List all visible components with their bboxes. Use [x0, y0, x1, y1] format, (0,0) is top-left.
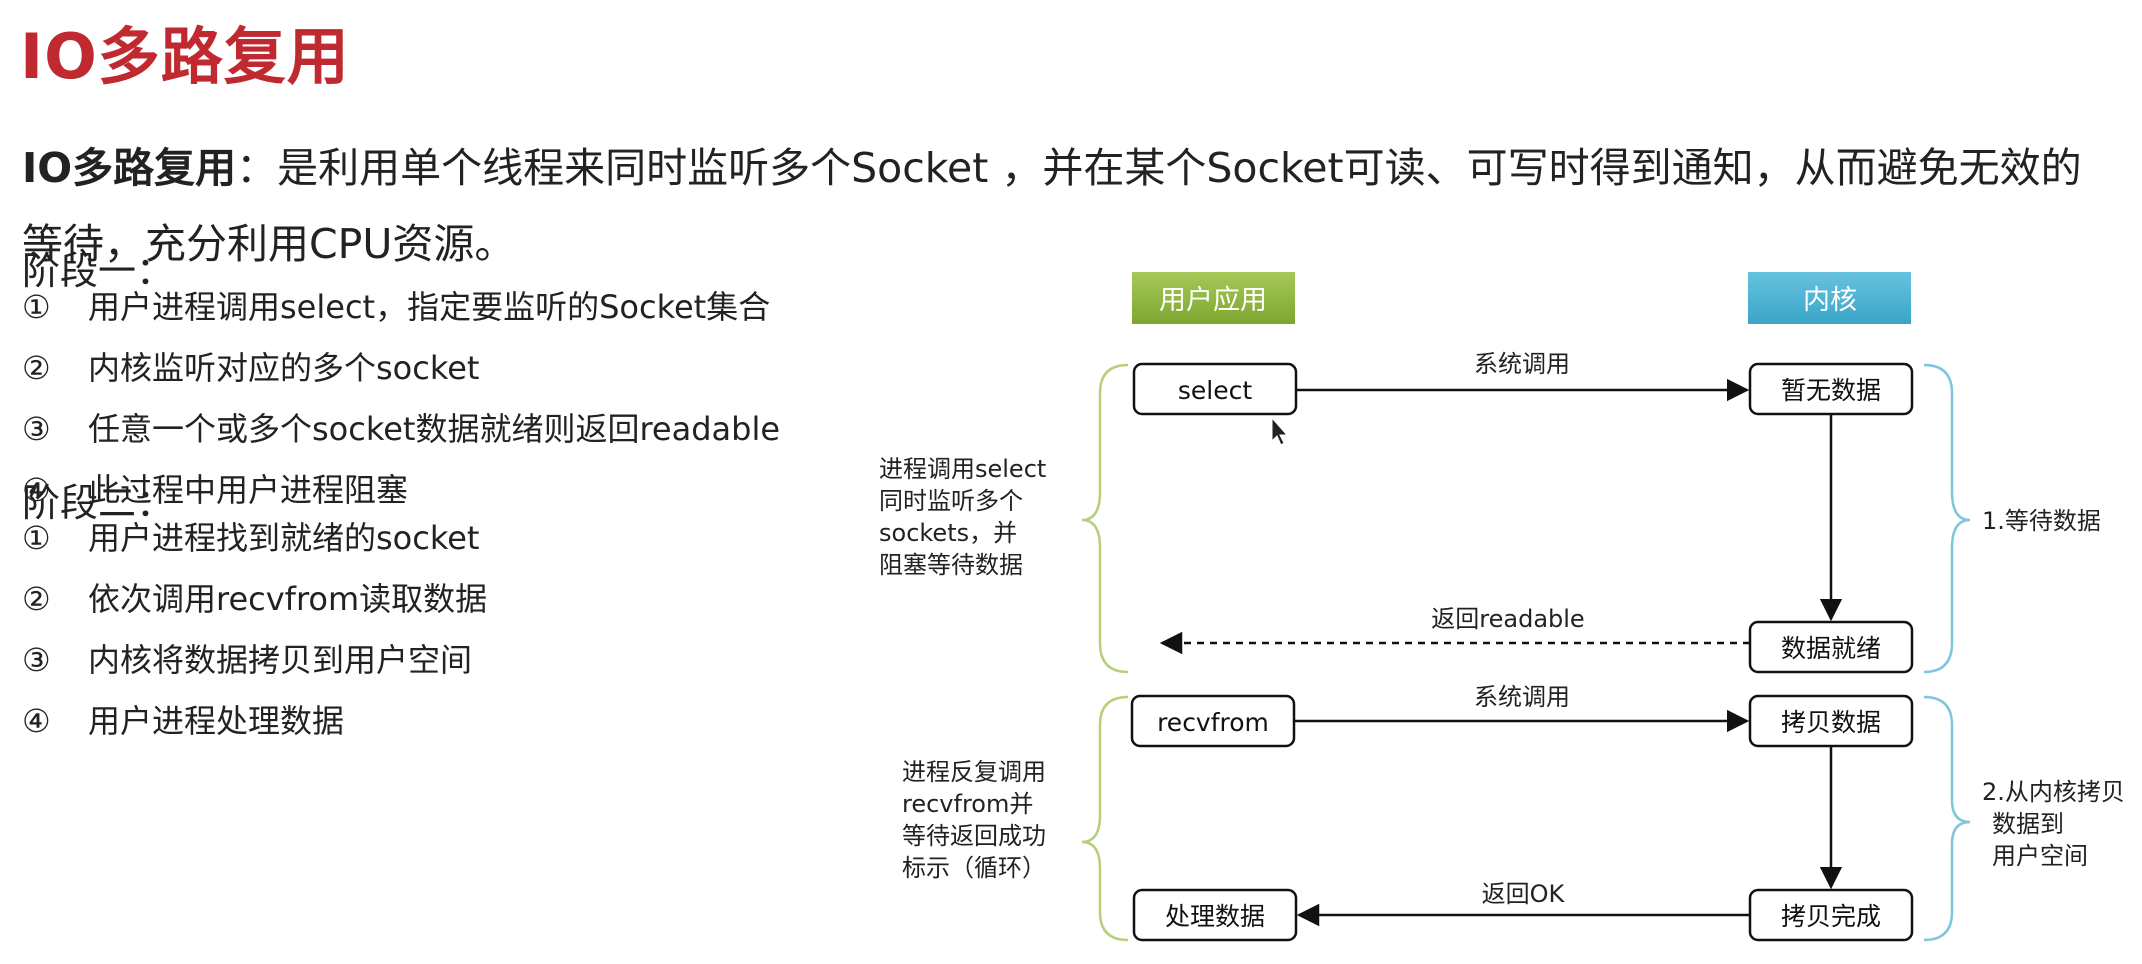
select-box: select [1132, 362, 1298, 416]
data-ready-box: 数据就绪 [1748, 620, 1914, 674]
phase1-syscall-label: 系统调用 [1474, 350, 1570, 378]
list-item-text: 内核监听对应的多个socket [88, 349, 480, 387]
phase2-right-note-line1: 2.从内核拷贝 [1982, 778, 2125, 806]
phase2-left-note-line4: 标示（循环） [902, 854, 1046, 882]
phase1-right-brace [1923, 363, 1971, 674]
phase1-left-note-line2: 同时监听多个 [879, 487, 1023, 515]
no-data-box-label: 暂无数据 [1781, 376, 1881, 405]
process-data-box: 处理数据 [1132, 888, 1298, 942]
phase2-right-note-line3: 用户空间 [1992, 842, 2088, 870]
phase1-left-brace [1081, 363, 1129, 674]
list-item-text: 任意一个或多个socket数据就绪则返回readable [88, 410, 781, 448]
kernel-header: 内核 [1748, 272, 1911, 324]
select-box-label: select [1178, 376, 1252, 405]
list-item-text: 用户进程找到就绪的socket [88, 519, 480, 557]
list-item-number: ③ [22, 641, 51, 679]
list-item-text: 此过程中用户进程阻塞 [88, 471, 409, 509]
intro-text: 是利用单个线程来同时监听多个Socket ，并在某个Socket可读、可写时得到… [22, 144, 2082, 268]
page-title: IO多路复用 [20, 20, 350, 93]
list-item-number: ④ [22, 702, 51, 740]
phase1-right-note: 1.等待数据 [1982, 507, 2101, 535]
user-app-header: 用户应用 [1132, 272, 1295, 324]
list-item-number: ① [22, 288, 51, 326]
intro-separator: ： [236, 144, 278, 192]
kernel-header-label: 内核 [1803, 285, 1857, 316]
kernel-header-bg [1748, 272, 1911, 324]
phase2-left-note-line2: recvfrom并 [902, 790, 1033, 818]
list-item-number: ① [22, 519, 51, 557]
copy-complete-box: 拷贝完成 [1748, 888, 1914, 942]
user-app-header-label: 用户应用 [1159, 285, 1267, 316]
no-data-box: 暂无数据 [1748, 362, 1914, 416]
phase1-left-note-line1: 进程调用select [879, 455, 1046, 483]
list-item-number: ② [22, 580, 51, 618]
list-item-text: 用户进程处理数据 [88, 702, 345, 740]
mouse-cursor-icon [1271, 416, 1289, 446]
phase2-left-brace [1081, 695, 1129, 942]
copy-data-box: 拷贝数据 [1748, 694, 1914, 748]
phase2-right-brace [1923, 695, 1971, 942]
phase2-return-label: 返回OK [1482, 880, 1566, 908]
phase1-left-note-line3: sockets，并 [879, 519, 1017, 547]
intro-keyword: IO多路复用 [22, 144, 237, 192]
recvfrom-box-label: recvfrom [1157, 708, 1269, 737]
phase2-right-note-line2: 数据到 [1992, 810, 2064, 838]
list-item-text: 用户进程调用select，指定要监听的Socket集合 [88, 288, 771, 326]
phase1-left-note-line4: 阻塞等待数据 [879, 551, 1023, 579]
phase2-syscall-label: 系统调用 [1474, 683, 1570, 711]
stage2-heading: 阶段二： [22, 481, 175, 525]
list-item-number: ④ [22, 471, 51, 509]
list-item-text: 依次调用recvfrom读取数据 [88, 580, 488, 618]
list-item-number: ② [22, 349, 51, 387]
phase1-return-label: 返回readable [1431, 605, 1584, 633]
recvfrom-box: recvfrom [1130, 694, 1296, 748]
copy-complete-box-label: 拷贝完成 [1781, 902, 1881, 931]
copy-data-box-label: 拷贝数据 [1781, 708, 1881, 737]
intro-paragraph: IO多路复用：是利用单个线程来同时监听多个Socket ，并在某个Socket可… [22, 130, 2112, 282]
list-item-number: ③ [22, 410, 51, 448]
phase2-left-note-line3: 等待返回成功 [902, 822, 1046, 850]
phase2-left-note-line1: 进程反复调用 [902, 758, 1046, 786]
stage1-heading: 阶段一： [22, 249, 175, 293]
process-data-box-label: 处理数据 [1165, 902, 1265, 931]
user-app-header-bg [1132, 272, 1295, 324]
data-ready-box-label: 数据就绪 [1781, 634, 1881, 663]
list-item-text: 内核将数据拷贝到用户空间 [88, 641, 473, 679]
